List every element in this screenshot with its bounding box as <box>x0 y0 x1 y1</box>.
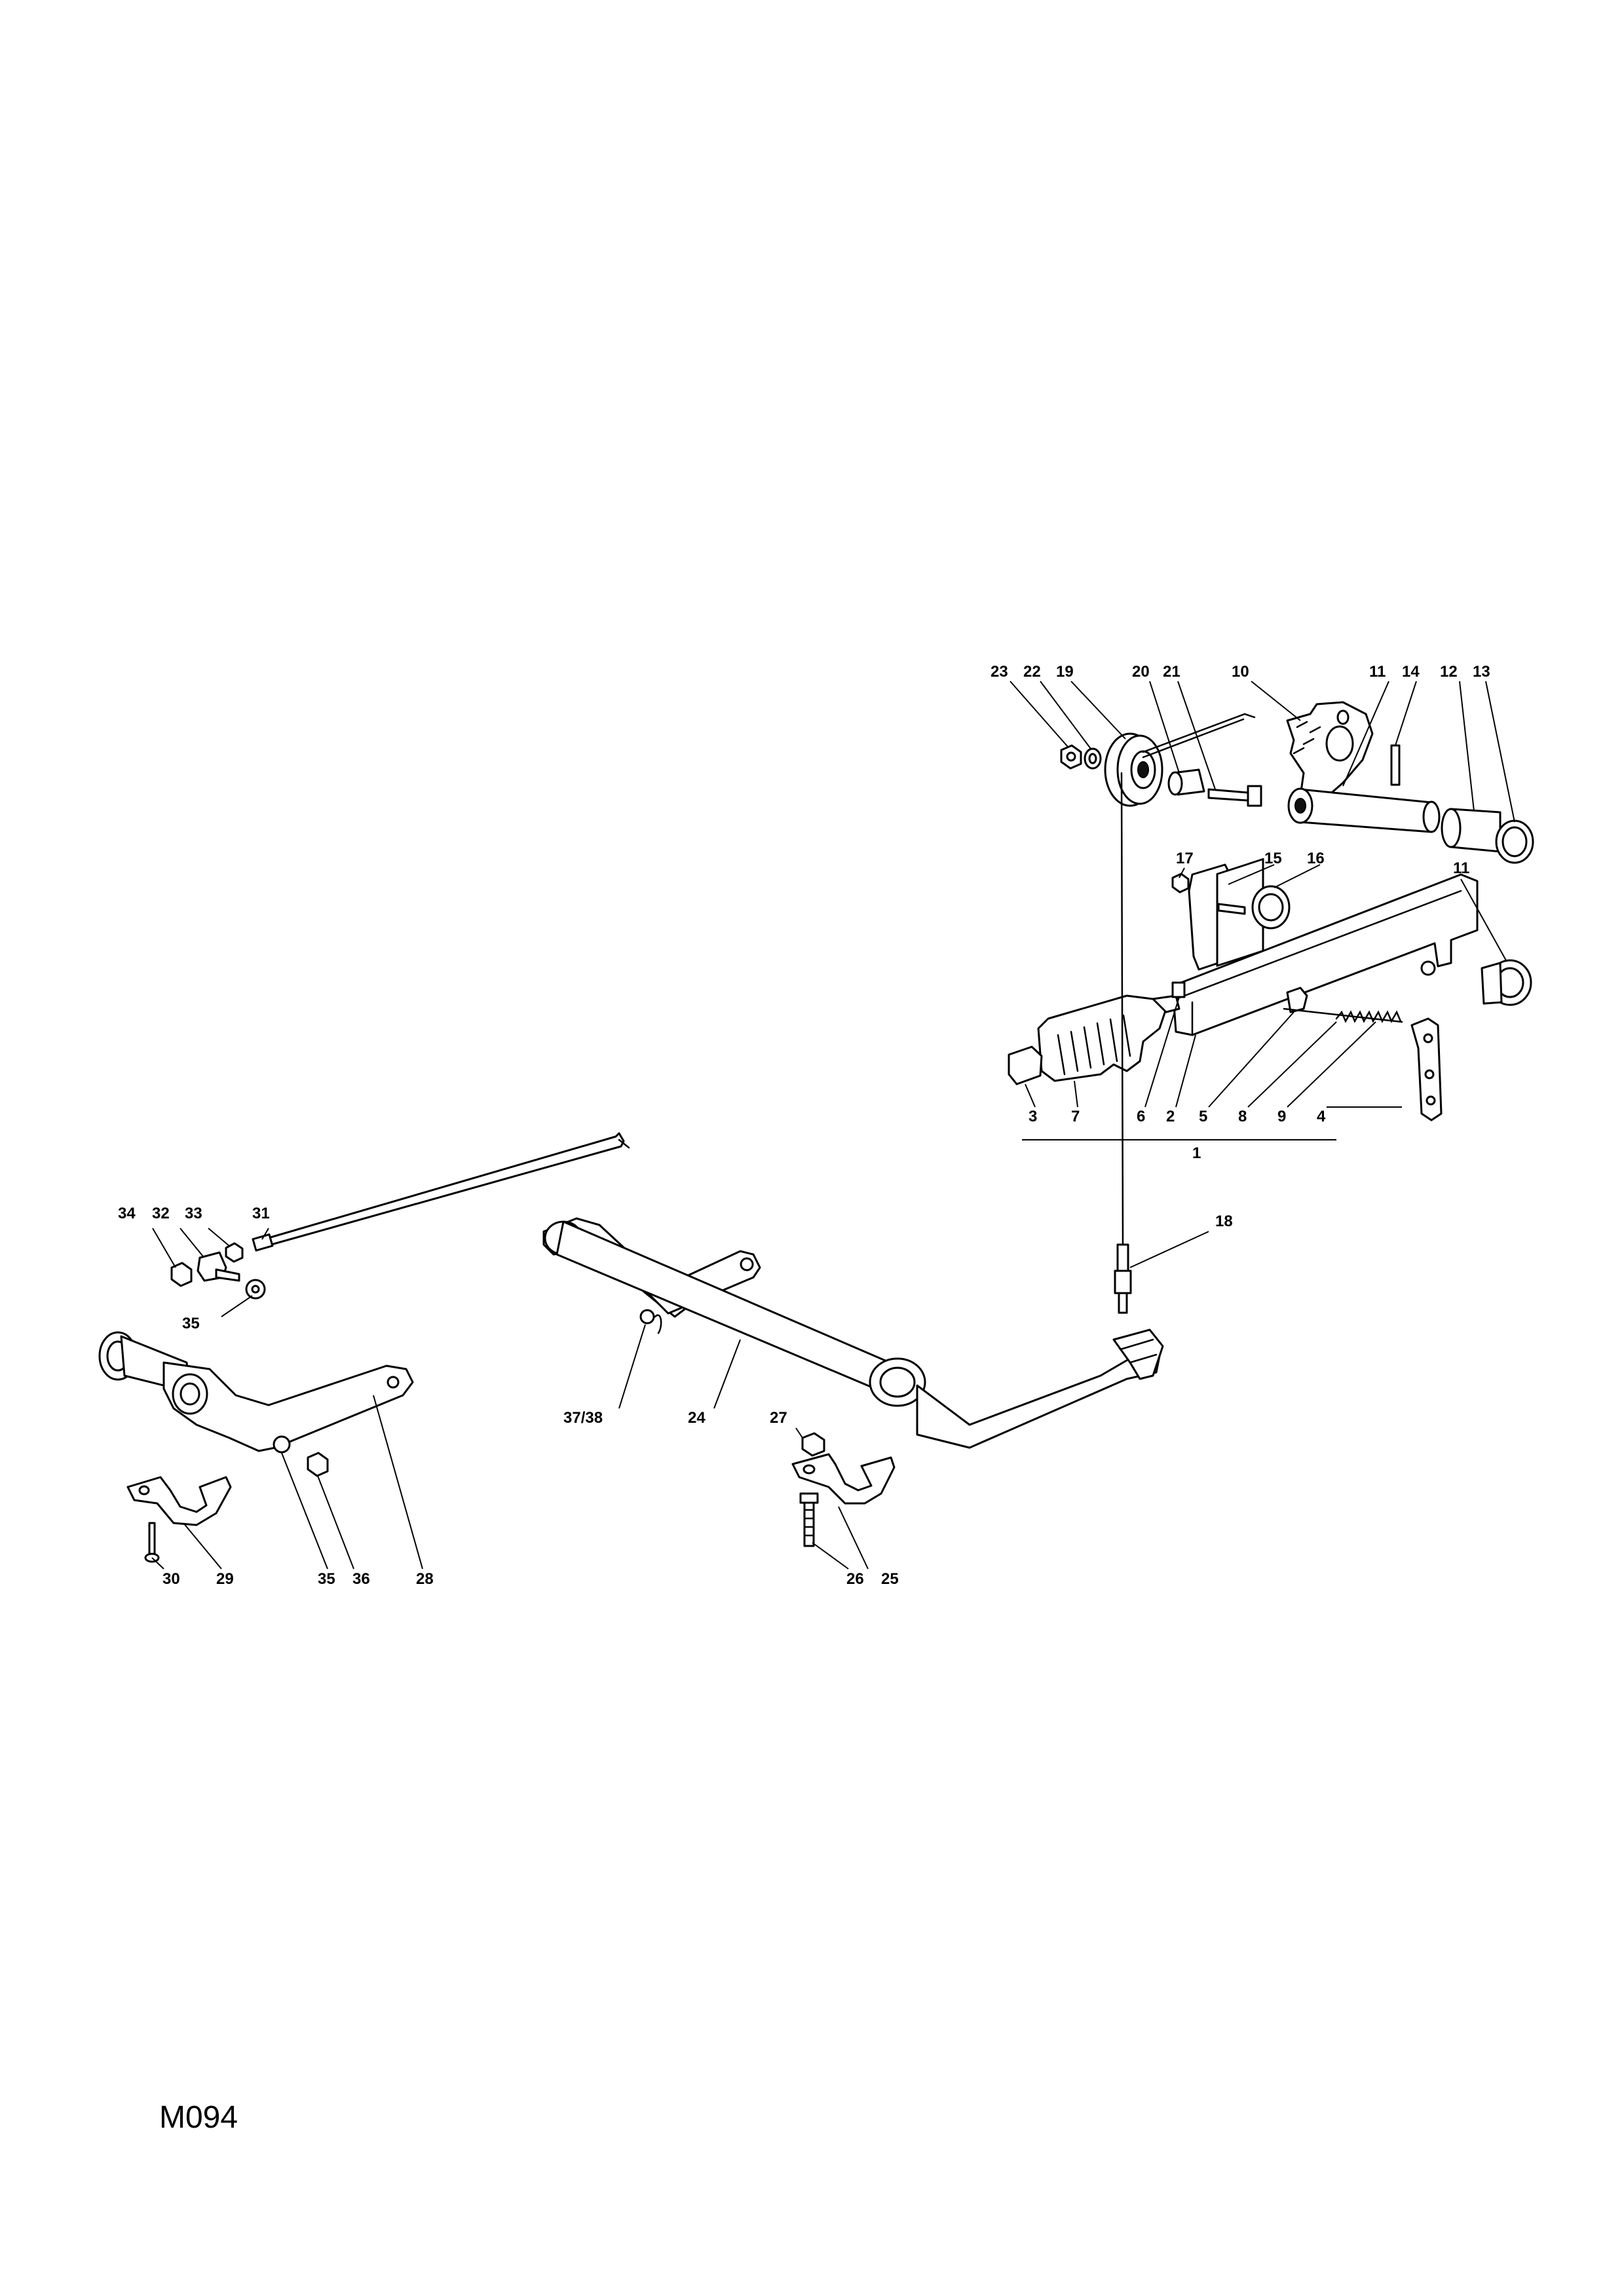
part-25-bracket <box>791 1453 896 1505</box>
part-21-bolt <box>1207 788 1249 802</box>
callout-21: 21 <box>1163 663 1180 681</box>
part-36-nut <box>307 1452 329 1477</box>
callout-20: 20 <box>1132 663 1150 681</box>
part-30-screw <box>148 1522 156 1557</box>
part-18-cable <box>1114 772 1132 1314</box>
lever-assembly-1 <box>1008 857 1532 1121</box>
part-8-spring <box>1335 1010 1402 1023</box>
part-14-pin <box>1390 744 1401 786</box>
part-34-nut <box>170 1262 193 1287</box>
callout-28: 28 <box>416 1570 434 1588</box>
callout-34: 34 <box>118 1205 136 1222</box>
callout-31: 31 <box>252 1205 270 1222</box>
part-7-handle-grip <box>1037 994 1167 1082</box>
callout-27: 27 <box>770 1409 787 1427</box>
callout-11-right: 11 <box>1453 859 1469 877</box>
callout-labels: 23 22 19 20 21 10 11 14 12 13 17 15 16 1… <box>118 663 1490 1588</box>
part-2-lever-bar <box>1171 873 1479 1036</box>
part-26-bolt <box>803 1499 815 1547</box>
part-29-bracket <box>126 1476 232 1526</box>
callout-29: 29 <box>216 1570 234 1588</box>
part-33-nut <box>225 1242 244 1263</box>
callout-6: 6 <box>1137 1108 1145 1125</box>
cross-shaft-24-assembly <box>542 1217 1164 1449</box>
sheet-code: M094 <box>159 2100 238 2135</box>
callout-12: 12 <box>1440 663 1458 681</box>
bracket-25-assembly <box>791 1432 896 1547</box>
callout-5: 5 <box>1199 1108 1207 1125</box>
callout-25: 25 <box>881 1570 899 1588</box>
callout-11-top: 11 <box>1369 663 1386 681</box>
part-11-shaft <box>1299 788 1433 833</box>
callout-7: 7 <box>1071 1108 1080 1125</box>
callout-32: 32 <box>152 1205 170 1222</box>
callout-2: 2 <box>1166 1108 1175 1125</box>
callout-3: 3 <box>1029 1108 1037 1125</box>
part-3-knob <box>1008 1045 1043 1085</box>
callout-13: 13 <box>1473 663 1490 681</box>
callout-14: 14 <box>1402 663 1420 681</box>
callout-18: 18 <box>1215 1213 1233 1230</box>
callout-17: 17 <box>1176 850 1194 867</box>
callout-8: 8 <box>1238 1108 1247 1125</box>
pulley-assembly <box>1060 713 1262 807</box>
part-24-cross-shaft <box>556 1220 899 1397</box>
callout-33: 33 <box>185 1205 202 1222</box>
callout-4: 4 <box>1317 1108 1326 1125</box>
callout-19: 19 <box>1056 663 1074 681</box>
callout-36: 36 <box>352 1570 370 1588</box>
callout-15: 15 <box>1264 850 1282 867</box>
leader-lines <box>151 681 1515 1570</box>
callout-23: 23 <box>991 663 1008 681</box>
callout-16: 16 <box>1307 850 1325 867</box>
part-28-arm <box>162 1361 414 1452</box>
part-9-link-bracket <box>1410 1017 1443 1121</box>
part-6-rod-end <box>1171 981 1186 998</box>
callout-9: 9 <box>1277 1108 1286 1125</box>
callout-1: 1 <box>1192 1144 1201 1162</box>
callout-30: 30 <box>162 1570 180 1588</box>
callout-22: 22 <box>1023 663 1041 681</box>
sector-and-shaft-assembly <box>1286 701 1534 864</box>
callout-35-upper: 35 <box>182 1315 200 1332</box>
callout-24: 24 <box>688 1409 706 1427</box>
callout-35-lower: 35 <box>318 1570 335 1588</box>
rod-31-assembly <box>170 1132 630 1300</box>
callout-26: 26 <box>846 1570 864 1588</box>
callout-37-38: 37/38 <box>563 1409 603 1427</box>
part-37-38-clip <box>639 1309 655 1325</box>
part-27-nut <box>801 1432 825 1457</box>
part-5-stud <box>1286 987 1308 1013</box>
callout-10: 10 <box>1232 663 1249 681</box>
left-arm-28-assembly <box>98 1331 414 1563</box>
